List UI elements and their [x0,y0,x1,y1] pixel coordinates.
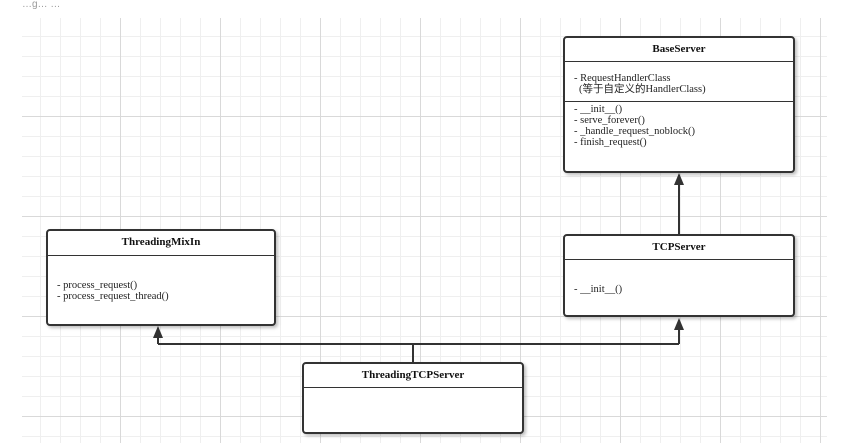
arrowhead-tcpserver [674,318,684,330]
class-threadingmixin-title: ThreadingMixIn [48,231,274,256]
class-tcpserver[interactable]: TCPServer - __init__() [563,234,795,317]
class-baseserver[interactable]: BaseServer - RequestHandlerClass (等于自定义的… [563,36,795,173]
attribute-request-handler-class-note: (等于自定义的HandlerClass) [579,84,706,95]
class-threadingtcpserver[interactable]: ThreadingTCPServer [302,362,524,434]
class-tcpserver-methods: - __init__() [565,260,793,295]
method-process-request: - process_request() [57,280,138,291]
method-init: - __init__() [574,284,623,295]
class-threadingmixin-methods: - process_request() - process_request_th… [48,256,274,302]
method-handle-request-noblock: - _handle_request_noblock() [574,126,696,137]
class-baseserver-title: BaseServer [565,38,793,62]
class-threadingmixin[interactable]: ThreadingMixIn - process_request() - pro… [46,229,276,326]
class-threadingtcpserver-title: ThreadingTCPServer [304,364,522,388]
method-finish-request: - finish_request() [574,137,647,148]
class-tcpserver-title: TCPServer [565,236,793,260]
class-baseserver-methods: - __init__() - serve_forever() - _handle… [565,102,793,148]
attribute-request-handler-class: - RequestHandlerClass [574,73,671,84]
top-caption: …g… … [22,0,61,10]
method-process-request-thread: - process_request_thread() [57,291,169,302]
class-baseserver-attributes: - RequestHandlerClass (等于自定义的HandlerClas… [565,62,793,102]
arrowhead-baseserver [674,173,684,185]
method-serve-forever: - serve_forever() [574,115,645,126]
arrowhead-threadingmixin [153,326,163,338]
method-init: - __init__() [574,104,623,115]
